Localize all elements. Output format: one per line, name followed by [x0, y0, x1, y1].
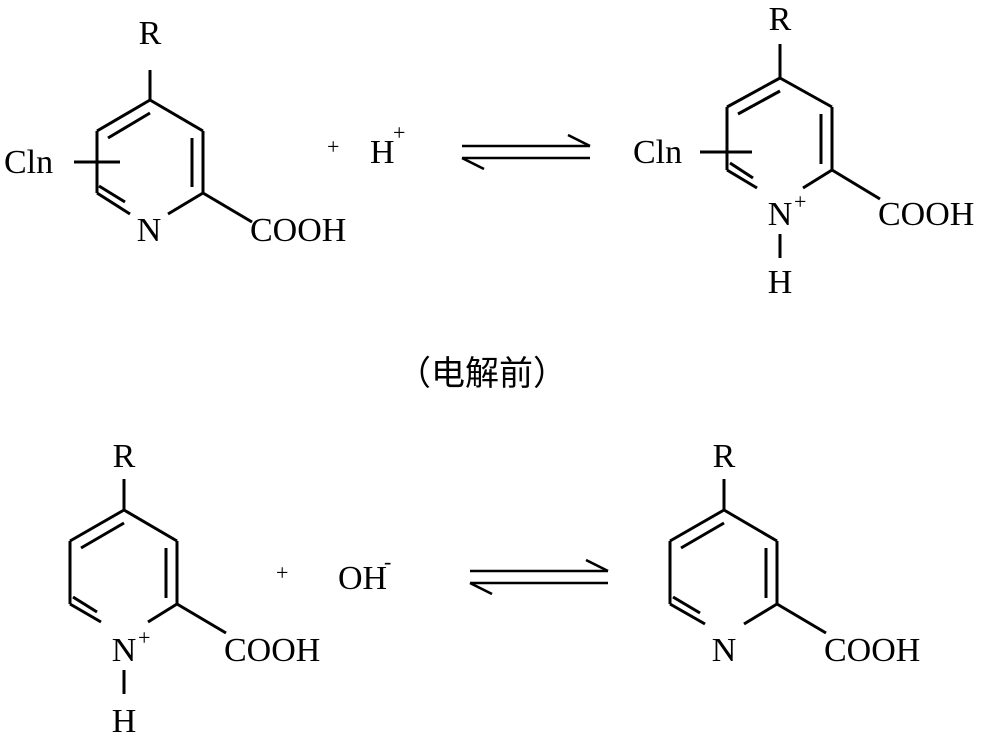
r1-product-r-label: R	[769, 1, 792, 38]
r1-reactant-ring-bond	[149, 98, 204, 133]
caption-before-electrolysis: （电解前）	[397, 354, 567, 394]
r2-reactant-r-label: R	[113, 438, 136, 475]
r2-reactant-carboxyl-bond	[176, 602, 227, 635]
r2-product-r-label: R	[713, 438, 736, 475]
r1-product-h-label: H	[768, 264, 793, 301]
r1-product-ring-bond	[726, 76, 781, 109]
r2-reactant-ring-bond	[147, 602, 178, 624]
r2-reactant-n-label: N	[112, 632, 137, 669]
r2-reactant-ring-bond	[123, 508, 178, 543]
r1-reactant-ring-bond	[96, 191, 131, 216]
r2-reactant-ring-bond	[69, 602, 102, 624]
r2-oh-label: OH	[338, 560, 387, 597]
r2-reactant-ring-bond	[69, 508, 125, 543]
r1-reactant-cooh-label: COOH	[250, 212, 346, 249]
r2-product-carboxyl-bond	[776, 602, 827, 635]
r2-product-cooh-label: COOH	[824, 632, 920, 669]
r2-product-ring-bond	[669, 602, 706, 626]
r2-product-n-label: N	[712, 632, 737, 669]
r2-product-ring-bond	[743, 602, 778, 626]
r1-reactant-r-label: R	[139, 15, 162, 52]
r2-reactant-ring-double-bond	[72, 595, 98, 614]
r1-product-cooh-label: COOH	[878, 196, 974, 233]
r1-reactant-ring-double-bond	[107, 111, 151, 140]
r1-product-molecule: R Cln N + H COOH	[633, 1, 974, 301]
r2-product-ring-bond	[723, 508, 778, 543]
r2-product-ring-double-bond	[672, 595, 701, 615]
r1-product-n-charge: +	[794, 189, 806, 214]
r2-oh-charge: -	[384, 549, 391, 574]
r1-reactant-ring-bond	[167, 191, 204, 216]
r2-reactant-cooh-label: COOH	[224, 632, 320, 669]
r2-plus-sign: +	[276, 560, 288, 585]
r1-reactant-cln-label: Cln	[4, 144, 53, 181]
r1-reactant-ring-bond	[96, 98, 151, 133]
r1-reactant-molecule: R Cln N COOH	[4, 15, 346, 249]
r1-product-ring-bond	[726, 168, 758, 190]
r2-reactant-n-charge: +	[138, 625, 150, 650]
r1-product-ring-bond	[802, 168, 833, 190]
r2-equilibrium-arrow	[469, 558, 609, 596]
r2-product-ring-double-bond	[680, 521, 725, 550]
r2-reactant-ring-double-bond	[80, 521, 125, 550]
r2-product-molecule: R N COOH	[668, 438, 920, 669]
r1-product-ring-bond	[779, 76, 833, 109]
r1-plus-sign: +	[327, 134, 339, 159]
r1-h-label: H	[370, 134, 395, 171]
r1-product-ring-double-bond	[737, 89, 781, 116]
r1-product-cln-label: Cln	[633, 134, 682, 171]
r1-reactant-n-label: N	[137, 212, 162, 249]
r1-product-ring-double-bond	[729, 161, 754, 180]
r1-equilibrium-arrow	[461, 133, 591, 171]
r2-reactant-h-label: H	[112, 703, 137, 740]
r1-reactant-carboxyl-bond	[202, 191, 253, 224]
r1-product-carboxyl-bond	[831, 168, 881, 201]
r2-reactant-molecule: R N + H COOH	[68, 438, 320, 740]
r2-product-ring-bond	[669, 508, 725, 543]
r1-h-charge: +	[393, 120, 405, 145]
r1-product-n-label: N	[768, 196, 793, 233]
r1-reactant-ring-double-bond	[98, 184, 126, 204]
